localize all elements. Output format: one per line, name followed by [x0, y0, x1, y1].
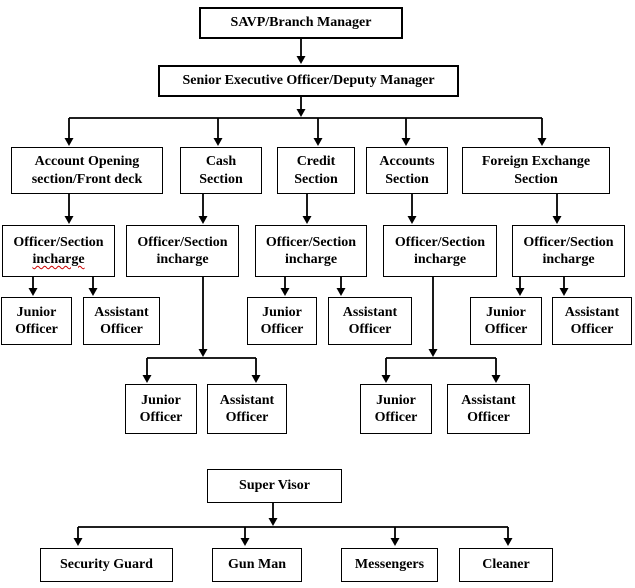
- node-label: Junior Officer: [374, 392, 418, 425]
- node-label: Officer/Section: [13, 234, 104, 250]
- node-officer-incharge-5: Officer/Section incharge: [512, 225, 625, 277]
- node-credit-section: Credit Section: [277, 147, 355, 194]
- node-label: Assistant Officer: [94, 304, 149, 337]
- node-label: Senior Executive Officer/Deputy Manager: [182, 73, 435, 89]
- node-cleaner: Cleaner: [459, 548, 553, 582]
- node-assistant-officer-3: Assistant Officer: [552, 297, 632, 345]
- node-label: Credit Section: [294, 154, 338, 187]
- node-label: Messengers: [354, 557, 425, 573]
- node-label: Security Guard: [60, 557, 153, 573]
- node-label: Super Visor: [239, 478, 310, 494]
- node-officer-incharge-2: Officer/Section incharge: [126, 225, 239, 277]
- node-label: Assistant Officer: [461, 392, 516, 425]
- node-label: Junior Officer: [139, 392, 183, 425]
- node-assistant-officer-1: Assistant Officer: [83, 297, 160, 345]
- node-label: Accounts Section: [379, 154, 435, 187]
- node-messengers: Messengers: [341, 548, 438, 582]
- node-label: Cleaner: [482, 557, 530, 573]
- node-assistant-officer-5: Assistant Officer: [447, 384, 530, 434]
- node-label: Gun Man: [228, 557, 286, 573]
- node-label: Assistant Officer: [564, 304, 620, 337]
- node-label: Officer/Section: [265, 234, 357, 250]
- node-label: Junior Officer: [484, 304, 528, 337]
- node-assistant-officer-2: Assistant Officer: [328, 297, 412, 345]
- node-label: Officer/Section: [137, 234, 228, 250]
- node-label: Assistant Officer: [342, 304, 398, 337]
- node-label: incharge: [542, 252, 595, 267]
- node-label: incharge: [413, 252, 467, 267]
- node-label: Account Opening section/Front deck: [31, 154, 143, 187]
- node-officer-incharge-1: Officer/Section incharge: [2, 225, 115, 277]
- node-label: incharge: [284, 252, 338, 267]
- node-accounts-section: Accounts Section: [366, 147, 448, 194]
- node-foreign-exchange-section: Foreign Exchange Section: [462, 147, 610, 194]
- node-security-guard: Security Guard: [40, 548, 173, 582]
- node-label-misspelled: incharge: [32, 252, 85, 267]
- node-supervisor: Super Visor: [207, 469, 342, 503]
- node-label: Officer/Section: [523, 234, 614, 250]
- node-label: SAVP/Branch Manager: [230, 15, 372, 31]
- node-label: Officer/Section: [394, 234, 486, 250]
- node-officer-incharge-3: Officer/Section incharge: [255, 225, 367, 277]
- node-label: Assistant Officer: [219, 392, 275, 425]
- node-label: Junior Officer: [260, 304, 304, 337]
- node-junior-officer-3: Junior Officer: [470, 297, 542, 345]
- node-cash-section: Cash Section: [180, 147, 262, 194]
- node-gun-man: Gun Man: [212, 548, 302, 582]
- node-label: Cash Section: [199, 154, 243, 187]
- node-junior-officer-5: Junior Officer: [360, 384, 432, 434]
- node-branch-manager: SAVP/Branch Manager: [199, 7, 403, 39]
- node-deputy-manager: Senior Executive Officer/Deputy Manager: [158, 65, 459, 97]
- node-label: Junior Officer: [15, 304, 58, 337]
- node-junior-officer-4: Junior Officer: [125, 384, 197, 434]
- node-junior-officer-2: Junior Officer: [247, 297, 317, 345]
- node-account-opening-section: Account Opening section/Front deck: [11, 147, 163, 194]
- node-junior-officer-1: Junior Officer: [1, 297, 72, 345]
- node-label: incharge: [156, 252, 209, 267]
- node-officer-incharge-4: Officer/Section incharge: [383, 225, 497, 277]
- node-label: Foreign Exchange Section: [481, 154, 591, 187]
- node-assistant-officer-4: Assistant Officer: [207, 384, 287, 434]
